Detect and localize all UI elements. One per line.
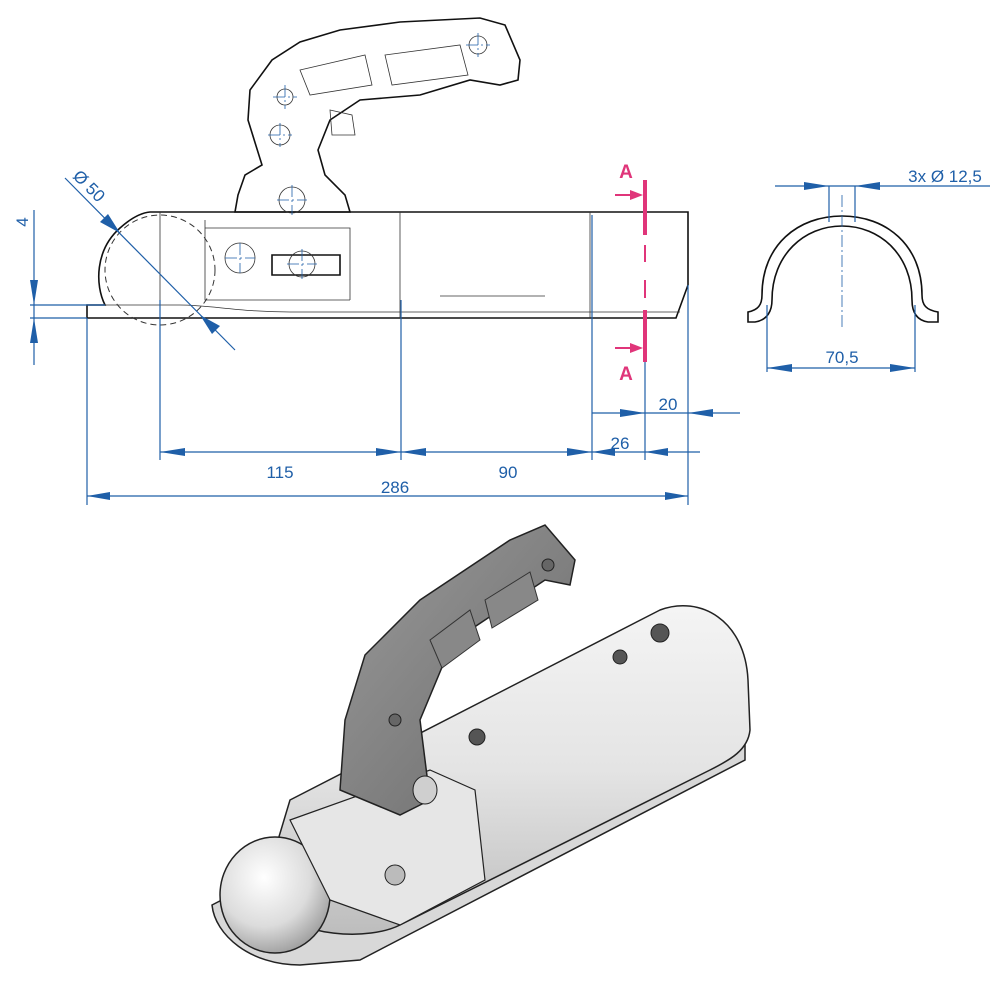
dim-286: 286 — [381, 478, 409, 497]
isometric-view — [211, 524, 751, 966]
safety-indicator — [271, 254, 341, 276]
dim-90: 90 — [499, 463, 518, 482]
dim-20: 20 — [659, 395, 678, 414]
dim-70-5: 70,5 — [825, 348, 858, 367]
dim-4: 4 — [13, 217, 32, 226]
handle-outline — [234, 17, 521, 213]
dim-holes: 3x Ø 12,5 — [908, 167, 982, 186]
dim-26: 26 — [611, 434, 630, 453]
handle-grip-recesses — [299, 44, 469, 96]
section-view — [747, 182, 990, 372]
body-detail-lines — [105, 212, 680, 313]
coupling-body-outline — [86, 211, 689, 319]
section-label-top: A — [619, 162, 633, 183]
section-marker — [615, 180, 647, 362]
dimension-lines — [30, 177, 740, 505]
dim-115: 115 — [266, 463, 293, 482]
ball-circle-hidden — [104, 214, 216, 326]
dim-ball-diameter: Ø 50 — [69, 166, 108, 205]
section-label-bottom: A — [619, 364, 633, 385]
side-view — [86, 17, 689, 326]
